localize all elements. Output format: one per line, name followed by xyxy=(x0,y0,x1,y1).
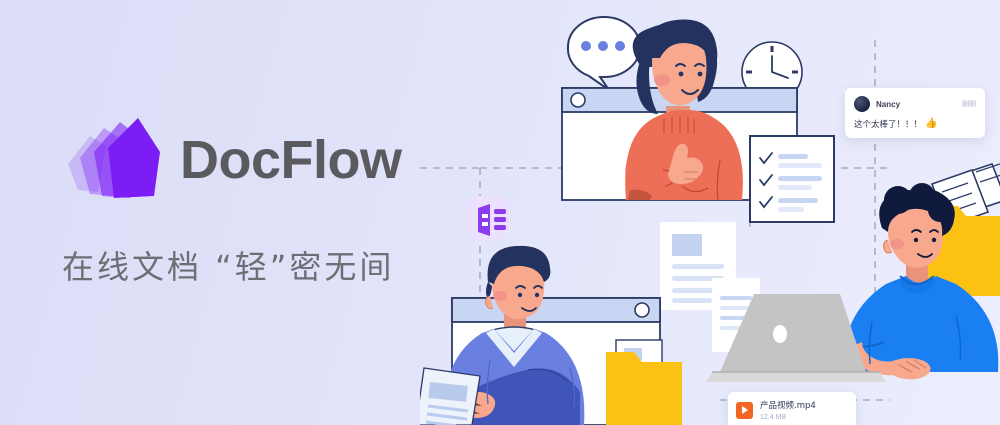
brand-block: DocFlow 在线文档 “轻”密无间 xyxy=(62,112,442,288)
man-with-laptop xyxy=(843,183,999,380)
video-play-icon xyxy=(736,401,753,419)
brand-tagline: 在线文档 “轻”密无间 xyxy=(62,248,395,286)
man-holding-document xyxy=(420,245,585,425)
doc-app-icon xyxy=(466,196,510,240)
chat-message-text: 这个太棒了！！！ xyxy=(854,120,923,130)
chat-card-header: Nancy 刚刚 xyxy=(854,96,976,112)
checklist-card xyxy=(749,135,835,223)
chat-message-card[interactable]: Nancy 刚刚 这个太棒了！！！ 👍 xyxy=(845,88,985,138)
chat-timestamp: 刚刚 xyxy=(962,101,976,108)
chat-username: Nancy xyxy=(876,99,901,109)
yellow-folder-left xyxy=(606,339,682,425)
held-document xyxy=(420,367,481,425)
illustration-scene xyxy=(420,0,1000,425)
brand-wordmark: DocFlow xyxy=(180,130,402,190)
chat-message-row: 这个太棒了！！！ 👍 xyxy=(854,118,976,131)
video-file-info: 产品视频.mp4 12.4 MB xyxy=(760,399,848,421)
video-file-meta: 12.4 MB xyxy=(760,414,787,421)
woman-thumbs-up xyxy=(625,19,743,201)
avatar xyxy=(854,96,870,112)
brand-row: DocFlow xyxy=(62,112,442,208)
video-filename: 产品视频.mp4 xyxy=(760,401,816,411)
fanned-pages-logo-icon xyxy=(62,112,166,208)
clock-icon xyxy=(741,41,803,103)
laptop xyxy=(706,294,886,382)
typing-indicator-bubble xyxy=(566,16,641,91)
thumbs-up-reaction-icon[interactable]: 👍 xyxy=(925,118,938,129)
video-file-card[interactable]: 产品视频.mp4 12.4 MB xyxy=(728,392,856,425)
